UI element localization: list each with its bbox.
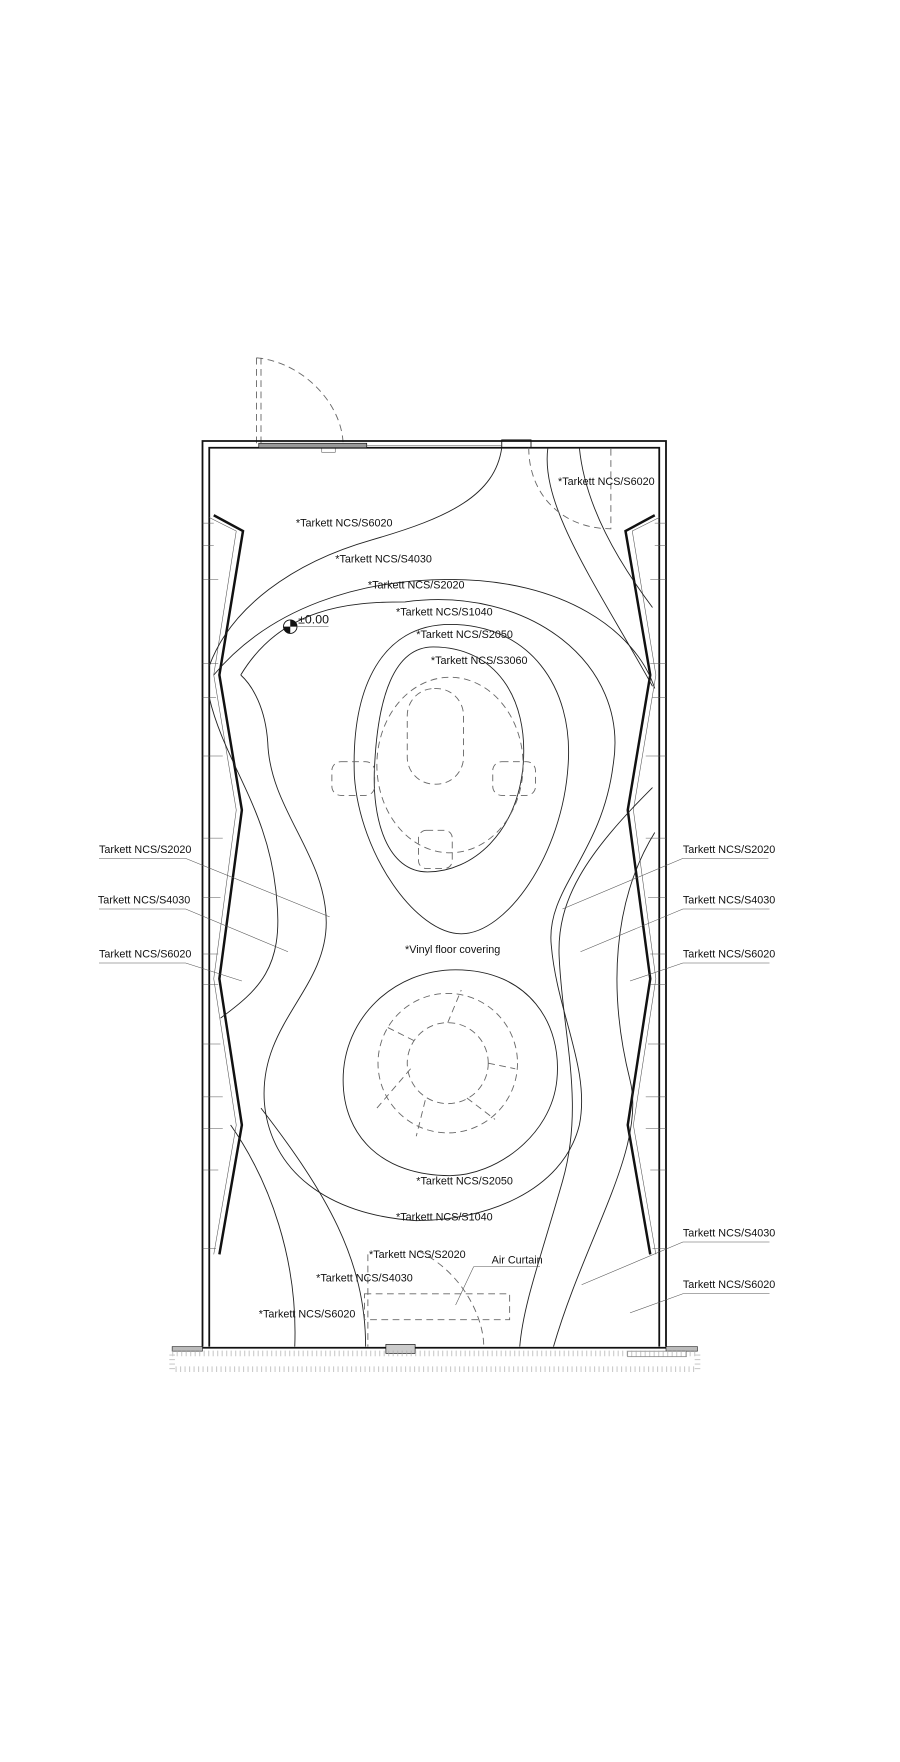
callout-label: Tarkett NCS/S2020: [683, 844, 775, 856]
floor-label: *Tarkett NCS/S4030: [316, 1272, 413, 1284]
callout-label: Tarkett NCS/S6020: [683, 1279, 775, 1291]
floor-label: *Tarkett NCS/S2020: [369, 1249, 466, 1261]
floor-label: *Tarkett NCS/S6020: [558, 476, 655, 488]
callout-label: Tarkett NCS/S4030: [683, 894, 775, 906]
callout-label: Tarkett NCS/S4030: [683, 1227, 775, 1239]
level-marker-text: ±0.00: [298, 612, 329, 626]
callout-label: Tarkett NCS/S6020: [99, 948, 191, 960]
floor-label: *Tarkett NCS/S1040: [396, 1212, 493, 1224]
callout-label: Tarkett NCS/S2020: [99, 844, 191, 856]
floor-label: *Tarkett NCS/S1040: [396, 606, 493, 618]
floor-label: *Tarkett NCS/S4030: [335, 554, 432, 566]
air-curtain-label: Air Curtain: [492, 1254, 543, 1266]
flooring-contours: [208, 447, 656, 1347]
right-callouts: Tarkett NCS/S2020 Tarkett NCS/S4030 Tark…: [562, 844, 775, 1314]
floor-label: *Tarkett NCS/S6020: [296, 518, 393, 530]
ground-hatch: [169, 1350, 701, 1372]
callout-label: Tarkett NCS/S6020: [683, 948, 775, 960]
building-walls: [171, 439, 698, 1358]
interior-labels: *Tarkett NCS/S6020 *Tarkett NCS/S6020 *T…: [259, 476, 655, 1320]
floor-label: *Tarkett NCS/S3060: [431, 655, 528, 667]
furniture: [331, 676, 536, 1321]
center-label: *Vinyl floor covering: [405, 944, 500, 956]
facade-glass-panels: [202, 514, 666, 1255]
floor-label: *Tarkett NCS/S2050: [416, 1176, 513, 1188]
floor-label: *Tarkett NCS/S2050: [416, 629, 513, 641]
floor-label: *Tarkett NCS/S6020: [259, 1308, 356, 1320]
callout-label: Tarkett NCS/S4030: [98, 894, 190, 906]
floor-label: *Tarkett NCS/S2020: [368, 579, 465, 591]
entrance-door-swing: [256, 357, 344, 453]
level-marker: ±0.00: [283, 612, 329, 634]
left-callouts: Tarkett NCS/S2020 Tarkett NCS/S4030 Tark…: [98, 844, 330, 982]
